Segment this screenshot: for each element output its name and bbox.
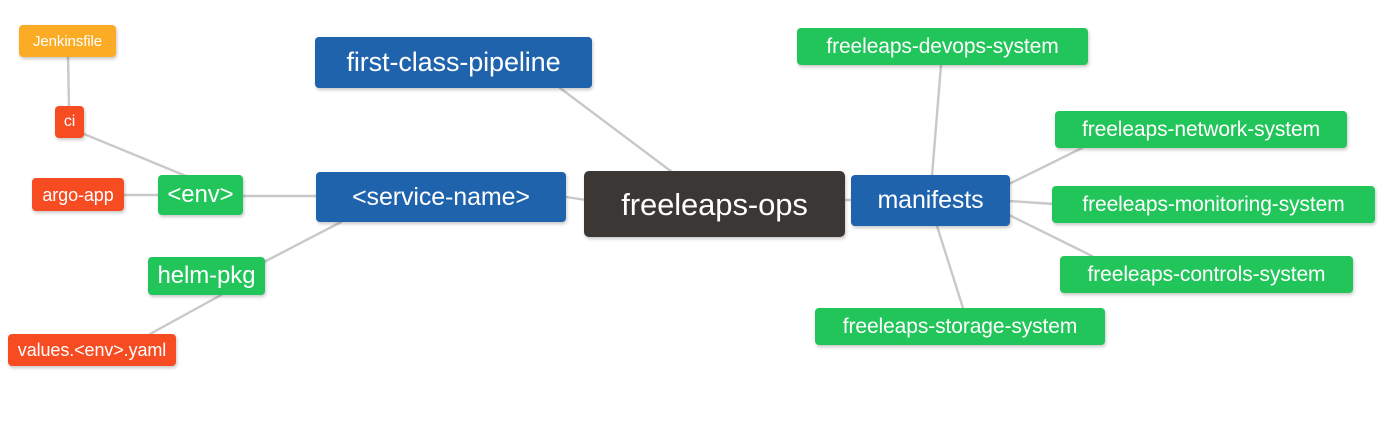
node-helm-pkg-label: helm-pkg	[157, 262, 256, 289]
node-first-class-pipeline-label: first-class-pipeline	[346, 47, 561, 77]
node-service-name[interactable]: <service-name>	[316, 172, 566, 222]
node-freeleaps-controls-system-label: freeleaps-controls-system	[1087, 263, 1326, 286]
node-ci-label: ci	[63, 113, 76, 130]
node-freeleaps-monitoring-system[interactable]: freeleaps-monitoring-system	[1052, 186, 1375, 223]
edge-root-first-class-pipeline	[558, 86, 674, 174]
node-freeleaps-storage-system-label: freeleaps-storage-system	[842, 315, 1078, 338]
node-freeleaps-devops-system[interactable]: freeleaps-devops-system	[797, 28, 1088, 65]
edge-manifests-storage-system	[935, 224, 965, 310]
node-manifests[interactable]: manifests	[851, 175, 1010, 226]
node-jenkinsfile-label: Jenkinsfile	[33, 32, 102, 50]
node-root-label: freeleaps-ops	[621, 186, 808, 222]
node-values-yaml[interactable]: values.<env>.yaml	[8, 334, 176, 366]
node-helm-pkg[interactable]: helm-pkg	[148, 257, 265, 295]
edge-manifests-devops-system	[930, 63, 943, 178]
node-freeleaps-storage-system[interactable]: freeleaps-storage-system	[815, 308, 1105, 345]
node-service-name-label: <service-name>	[352, 182, 530, 211]
node-freeleaps-monitoring-system-label: freeleaps-monitoring-system	[1082, 193, 1345, 216]
node-env-label: <env>	[167, 181, 234, 208]
node-freeleaps-controls-system[interactable]: freeleaps-controls-system	[1060, 256, 1353, 293]
node-freeleaps-network-system[interactable]: freeleaps-network-system	[1055, 111, 1347, 148]
edge-ci-jenkinsfile	[66, 55, 71, 109]
node-jenkinsfile[interactable]: Jenkinsfile	[19, 25, 116, 57]
edge-root-service-name	[564, 195, 588, 202]
node-values-yaml-label: values.<env>.yaml	[17, 340, 167, 360]
node-freeleaps-network-system-label: freeleaps-network-system	[1081, 118, 1320, 141]
node-freeleaps-devops-system-label: freeleaps-devops-system	[826, 35, 1059, 58]
node-ci[interactable]: ci	[55, 106, 84, 138]
edge-service-name-helm-pkg	[262, 220, 343, 264]
node-env[interactable]: <env>	[158, 175, 243, 215]
edge-env-ci	[82, 132, 188, 178]
node-manifests-label: manifests	[877, 186, 984, 214]
edge-helm-pkg-values-yaml	[148, 293, 223, 336]
edge-manifests-monitoring-system	[1007, 199, 1056, 206]
node-root-freeleaps-ops[interactable]: freeleaps-ops	[584, 171, 845, 237]
edge-manifests-network-system	[1007, 146, 1084, 186]
node-argo-app[interactable]: argo-app	[32, 178, 124, 211]
node-first-class-pipeline[interactable]: first-class-pipeline	[315, 37, 592, 88]
node-argo-app-label: argo-app	[42, 184, 114, 205]
